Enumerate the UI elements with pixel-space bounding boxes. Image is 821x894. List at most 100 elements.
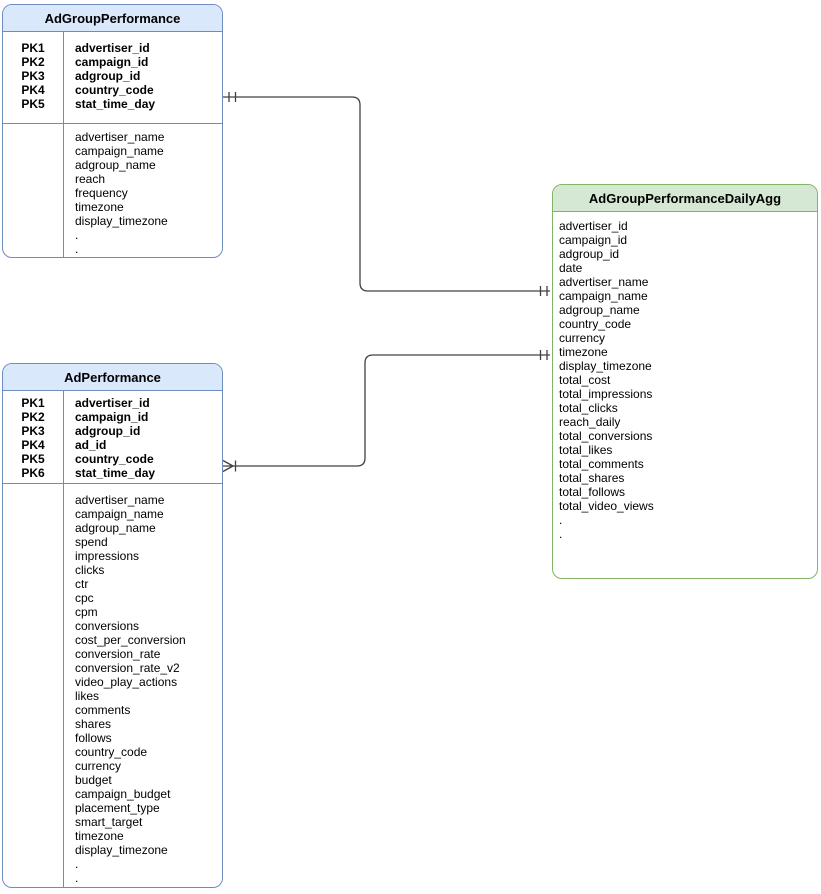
attribute-row: total_comments [559,457,644,471]
attribute-row: adgroup_name [75,521,156,535]
attribute-row: frequency [75,186,128,200]
connector-line[interactable] [223,96,550,292]
attribute-row: . [559,527,563,541]
attribute-row: cpm [75,605,98,619]
pk-field-name: ad_id [75,438,107,452]
attribute-row: total_shares [559,471,625,485]
attribute-row: total_likes [559,443,613,457]
pk-field-name: advertiser_id [75,41,150,55]
section-divider [3,123,222,124]
pk-field-name: campaign_id [75,410,149,424]
pk-field-name: campaign_id [75,55,149,69]
pk-label: PK5 [21,97,45,111]
connector-line[interactable] [223,354,550,467]
attribute-row: currency [559,331,606,345]
attribute-row: total_impressions [559,387,653,401]
primary-key-row: PK1 advertiser_id [3,41,222,55]
attribute-row: total_cost [559,373,611,387]
column-divider [63,391,65,887]
pk-label: PK3 [21,69,45,83]
primary-key-row: PK2 campaign_id [3,55,222,69]
attribute-row: placement_type [75,801,160,815]
entity-title: AdGroupPerformanceDailyAgg [553,185,817,212]
attribute-row: total_follows [559,485,626,499]
entity-adgroup-performance-daily-agg[interactable]: AdGroupPerformanceDailyAgg advertiser_id… [552,184,818,579]
primary-key-row: PK5 stat_time_day [3,97,222,111]
attribute-row: adgroup_name [75,158,156,172]
attribute-row: campaign_budget [75,787,171,801]
one-or-many-marker [222,459,237,473]
pk-field-name: advertiser_id [75,396,150,410]
attribute-row: smart_target [75,815,143,829]
attribute-row: . [75,857,79,871]
attribute-row: advertiser_id [559,219,628,233]
primary-key-row: PK2 campaign_id [3,410,222,424]
attribute-row: date [559,261,583,275]
pk-label: PK1 [21,396,45,410]
attribute-row: country_code [559,317,632,331]
attribute-row: campaign_id [559,233,628,247]
pk-field-name: stat_time_day [75,466,156,480]
pk-label: PK4 [21,83,45,97]
section-divider [3,483,222,484]
pk-field-name: country_code [75,83,154,97]
attribute-row: impressions [75,549,140,563]
attribute-row: timezone [559,345,608,359]
pk-field-name: country_code [75,452,154,466]
attribute-row: campaign_name [559,289,648,303]
attribute-row: clicks [75,563,105,577]
pk-label: PK5 [21,452,45,466]
attribute-row: advertiser_name [559,275,649,289]
entity-title: AdGroupPerformance [3,5,222,32]
pk-field-name: stat_time_day [75,97,156,111]
attribute-row: display_timezone [75,214,168,228]
entity-title: AdPerformance [3,364,222,391]
attribute-row: display_timezone [559,359,652,373]
attribute-row: reach_daily [559,415,621,429]
primary-key-row: PK4 ad_id [3,438,222,452]
pk-field-name: adgroup_id [75,69,141,83]
pk-field-name: adgroup_id [75,424,141,438]
attribute-row: display_timezone [75,843,168,857]
attribute-row: conversions [75,619,140,633]
attribute-row: timezone [75,200,124,214]
attribute-row: cost_per_conversion [75,633,186,647]
attribute-row: advertiser_name [75,493,165,507]
attribute-row: adgroup_id [559,247,620,261]
attribute-row: advertiser_name [75,130,165,144]
primary-key-row: PK4 country_code [3,83,222,97]
relationship-adgroupperformance-to-dailyagg[interactable] [223,92,550,296]
attribute-row: cpc [75,591,94,605]
pk-label: PK4 [21,438,45,452]
attribute-row: budget [75,773,112,787]
attribute-row: . [75,242,79,256]
relationship-adperformance-to-dailyagg[interactable] [222,350,550,473]
primary-key-row: PK5 country_code [3,452,222,466]
attribute-row: comments [75,703,131,717]
attribute-row: total_video_views [559,499,654,513]
attribute-row: campaign_name [75,144,164,158]
one-and-only-one-marker [539,286,548,296]
attribute-row: total_conversions [559,429,653,443]
pk-label: PK1 [21,41,45,55]
attribute-row: video_play_actions [75,675,178,689]
attribute-row: campaign_name [75,507,164,521]
pk-label: PK2 [21,410,45,424]
attribute-row: likes [75,689,100,703]
attribute-row: conversion_rate [75,647,161,661]
one-and-only-one-marker [228,92,237,102]
attribute-row: shares [75,717,112,731]
attribute-row: . [75,871,79,885]
attribute-row: . [559,513,563,527]
pk-label: PK2 [21,55,45,69]
attribute-row: total_clicks [559,401,618,415]
attribute-row: currency [75,759,122,773]
attribute-row: conversion_rate_v2 [75,661,180,675]
